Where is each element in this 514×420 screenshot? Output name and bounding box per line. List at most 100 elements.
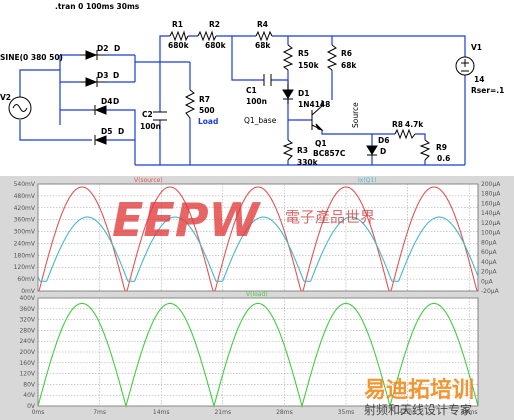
c2-value: 100n [140, 122, 161, 131]
resistor-r6[interactable] [326, 44, 338, 71]
trace-title-ix-q1[interactable]: Ix(Q1) [358, 177, 377, 184]
right-tick-label: -20µA [481, 288, 500, 295]
left-tick-label: 80V [23, 381, 36, 388]
spice-directive[interactable]: .tran 0 100ms 30ms [55, 2, 140, 11]
diode-d4[interactable] [92, 105, 107, 115]
x-tick-label: 21ms [214, 409, 231, 416]
trace-ix-q1[interactable] [37, 216, 479, 282]
x-tick-label: 28ms [276, 409, 293, 416]
right-tick-label: 40µA [481, 259, 497, 266]
left-tick-label: 40V [23, 392, 36, 399]
left-tick-label: 360V [19, 306, 35, 313]
r1-value: 680k [168, 41, 190, 50]
r4-value: 68k [255, 41, 271, 50]
d1-label[interactable]: D1 [298, 89, 309, 98]
schematic: .tran 0 100ms 30ms V2 SINE(0 380 50) D2 … [0, 2, 504, 167]
d4-label[interactable]: D4 [101, 97, 112, 106]
left-tick-label: 300mV [14, 229, 36, 236]
transistor-q1[interactable] [311, 100, 324, 131]
d3-model: D [113, 71, 119, 80]
left-tick-label: 120V [19, 371, 35, 378]
watermark-cn-bottom: 易迪拓培训 [364, 377, 474, 403]
r3-value: 330k [297, 158, 319, 167]
sine-wave-icon [12, 104, 28, 112]
v1-label[interactable]: V1 [471, 43, 482, 52]
left-tick-label: 540mV [14, 181, 36, 188]
wire-r7 [160, 61, 191, 165]
capacitor-c1[interactable] [263, 74, 272, 86]
left-tick-label: 400V [19, 295, 35, 302]
r2-label[interactable]: R2 [209, 20, 220, 29]
c2-label[interactable]: C2 [142, 110, 153, 119]
right-tick-label: 60µA [481, 249, 497, 256]
r9-value: 0.6 [437, 154, 450, 163]
r7-label[interactable]: R7 [199, 95, 210, 104]
trace-v-source[interactable] [38, 186, 478, 292]
trace-v-load[interactable] [37, 302, 479, 409]
c1-label[interactable]: C1 [246, 86, 257, 95]
trace-title-v-load[interactable]: V(load) [246, 291, 268, 298]
left-tick-label: 280V [19, 327, 35, 334]
watermark-cn-sub: 射频和天线设计专家 [364, 402, 472, 417]
q1-label[interactable]: Q1 [315, 139, 327, 148]
q1-value: BC857C [313, 149, 346, 158]
v2-value[interactable]: SINE(0 380 50) [0, 53, 63, 62]
resistor-r1[interactable] [169, 30, 189, 42]
x-tick-label: 42ms [399, 409, 416, 416]
watermark: EEPW 電子產品世界 易迪拓培训 射频和天线设计专家 [112, 193, 474, 417]
v1-rser: Rser=.1 [471, 86, 504, 95]
r7-value: 500 [199, 106, 215, 115]
capacitor-c2[interactable] [153, 111, 167, 121]
diode-d2[interactable] [80, 50, 106, 60]
r5-label[interactable]: R5 [298, 49, 309, 58]
v1-dc-source-symbol[interactable] [455, 56, 475, 76]
left-tick-label: 0mV [21, 288, 36, 295]
r1-label[interactable]: R1 [172, 20, 183, 29]
wire-v2-bottom [19, 120, 60, 141]
resistor-r9[interactable] [419, 139, 431, 161]
right-tick-label: 20µA [481, 269, 497, 276]
resistor-r4[interactable] [255, 30, 273, 42]
resistor-r2[interactable] [197, 30, 217, 42]
diode-d6[interactable] [366, 145, 378, 156]
r5-value: 150k [298, 61, 320, 70]
v2-label[interactable]: V2 [0, 93, 11, 102]
d4-model: D [113, 97, 119, 106]
plus-minus-icon [461, 59, 469, 72]
wire-v2-top [19, 69, 60, 97]
upper-plot[interactable]: 0mV60mV120mV180mV240mV300mV360mV420mV480… [14, 177, 502, 295]
x-tick-label: 14ms [153, 409, 170, 416]
left-tick-label: 120mV [14, 264, 36, 271]
diode-d5[interactable] [94, 135, 107, 145]
v2-sine-source-symbol[interactable] [8, 96, 32, 120]
d3-label[interactable]: D3 [97, 71, 108, 80]
d2-label[interactable]: D2 [97, 44, 108, 53]
r4-label[interactable]: R4 [257, 20, 268, 29]
right-tick-label: 200µA [481, 181, 501, 188]
left-tick-label: 240V [19, 338, 35, 345]
r8-label[interactable]: R8 [392, 120, 403, 129]
right-tick-label: 160µA [481, 200, 501, 207]
resistor-r7[interactable] [184, 89, 196, 119]
resistor-r8[interactable] [394, 128, 416, 140]
resistor-r5[interactable] [282, 44, 294, 71]
left-tick-label: 160V [19, 360, 35, 367]
watermark-cn-top: 電子產品世界 [285, 208, 375, 226]
r3-label[interactable]: R3 [297, 146, 308, 155]
trace-title-v-source[interactable]: V(source) [134, 177, 163, 184]
resistor-r3[interactable] [282, 139, 294, 161]
diode-d1[interactable] [282, 84, 294, 104]
diode-d3[interactable] [80, 77, 106, 87]
right-tick-label: 0µA [481, 278, 494, 285]
x-tick-label: 7ms [93, 409, 106, 416]
left-tick-label: 0V [27, 403, 36, 410]
d6-label[interactable]: D6 [378, 136, 389, 145]
r9-label[interactable]: R9 [436, 143, 447, 152]
lower-plot[interactable]: 0V40V80V120V160V200V240V280V320V360V400V… [19, 291, 479, 416]
left-tick-label: 60mV [17, 276, 35, 283]
r8-value: 4.7k [405, 120, 424, 129]
d5-label[interactable]: D5 [101, 127, 112, 136]
r6-label[interactable]: R6 [341, 49, 352, 58]
